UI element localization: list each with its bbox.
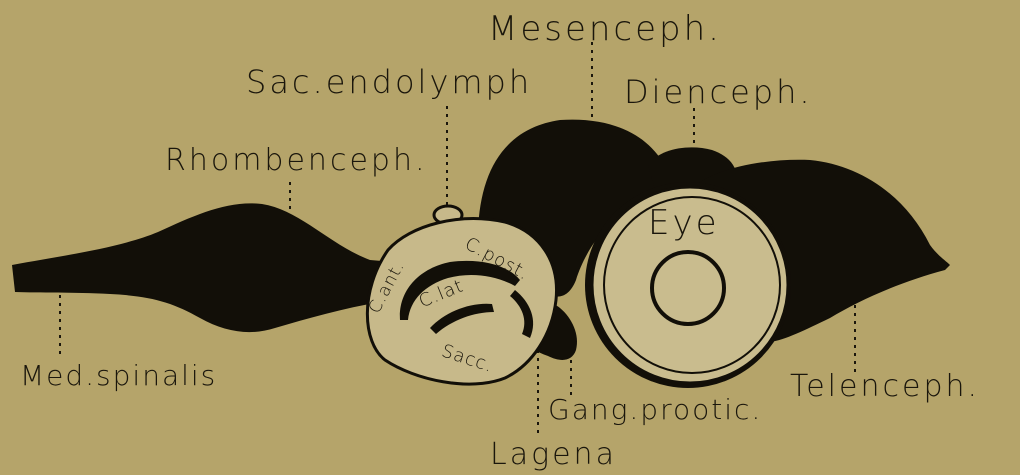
- label-lagena: Lagena: [490, 440, 617, 470]
- label-telenceph: Telenceph.: [790, 372, 980, 402]
- label-eye: Eye: [648, 206, 720, 240]
- label-med-spinalis: Med.spinalis: [20, 362, 217, 390]
- label-mesenceph: Mesenceph.: [488, 12, 722, 46]
- rhombencephalon-shape: [12, 203, 394, 332]
- label-gang-prootic: Gang.prootic.: [548, 396, 762, 424]
- label-sac-endolymph: Sac.endolymph: [246, 66, 532, 98]
- label-dienceph: Dienceph.: [624, 76, 813, 108]
- label-rhombenceph: Rhombenceph.: [165, 146, 428, 176]
